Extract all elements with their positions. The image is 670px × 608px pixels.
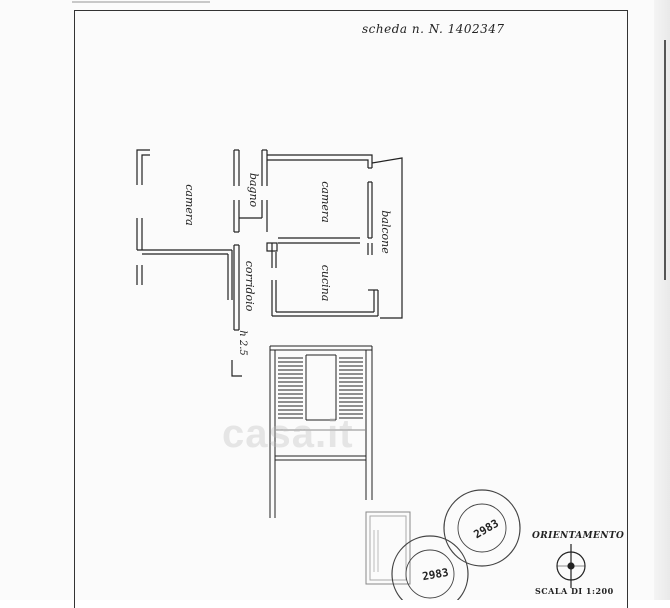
page-edge-line <box>664 40 666 280</box>
label-cucina: cucina <box>319 265 332 302</box>
level-mark: h 2.5 <box>237 330 248 356</box>
scale-label: SCALA DI 1:200 <box>535 586 614 596</box>
stamp-bottom-number: 2983 <box>421 566 449 583</box>
orientation-label: ORIENTAMENTO <box>532 531 625 541</box>
label-bagno: bagno <box>247 173 260 208</box>
label-camera-left: camera <box>183 184 196 225</box>
wall-camera-right-top <box>267 154 373 168</box>
wall-balcone <box>371 157 403 319</box>
sheet-border <box>74 10 628 608</box>
wall-entrance <box>231 360 242 377</box>
round-stamp-top <box>443 489 521 567</box>
stamp-top-number: 2983 <box>472 517 501 542</box>
label-corridoio: corridoio <box>243 261 256 312</box>
page-edge-shadow <box>654 0 670 600</box>
scheda-number: scheda n. N. 1402347 <box>362 22 505 36</box>
revenue-stamp <box>365 511 411 585</box>
watermark: casa.it <box>222 412 354 456</box>
round-stamp-bottom <box>391 535 469 600</box>
label-balcone: balcone <box>379 210 392 254</box>
stairwell <box>269 345 373 518</box>
wall-camera-left-top <box>136 149 150 185</box>
label-camera-right: camera <box>319 181 332 222</box>
stair-treads <box>278 357 363 419</box>
